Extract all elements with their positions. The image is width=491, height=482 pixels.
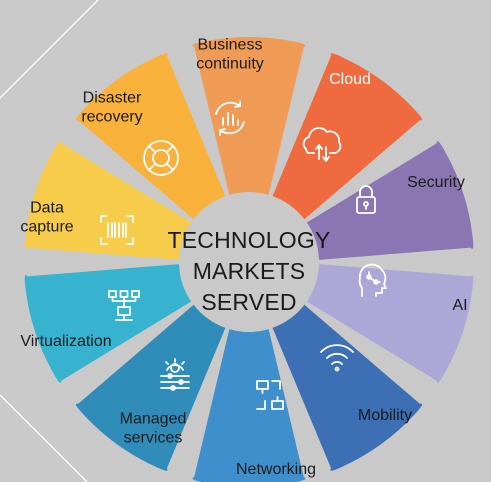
- network-icon: [256, 380, 284, 410]
- segment-virtualization: Virtualization: [20, 264, 192, 383]
- managed-services-label-line: services: [124, 430, 183, 447]
- business-continuity-label-line: Business: [198, 37, 263, 54]
- data-capture-label-line: capture: [20, 219, 73, 236]
- data-capture-petal: [24, 141, 192, 260]
- server-tree-icon: [108, 290, 140, 321]
- data-capture-label-line: Data: [30, 200, 64, 217]
- virtualization-petal: [24, 264, 192, 383]
- cloud-transfer-icon: [302, 127, 342, 162]
- decor-line-top: [0, 0, 99, 99]
- networking-petal: [192, 329, 306, 482]
- padlock-icon: [356, 185, 376, 214]
- virtualization-label-line: Virtualization: [20, 333, 111, 350]
- segment-business-continuity: Business continuity: [192, 37, 306, 195]
- wifi-icon: [320, 344, 354, 372]
- mobility-petal: [272, 304, 423, 471]
- cloud-petal: [272, 53, 423, 220]
- segment-disaster-recovery: Disaster recovery: [75, 53, 226, 220]
- center-line-1: TECHNOLOGY: [167, 227, 330, 253]
- managed-services-petal: [75, 304, 226, 471]
- segment-data-capture: Data capture: [20, 141, 192, 260]
- chart-refresh-icon: [215, 100, 245, 136]
- center-title: TECHNOLOGY MARKETS SERVED: [167, 227, 330, 315]
- managed-services-label-line: Managed: [120, 411, 187, 428]
- security-petal: [306, 141, 474, 260]
- disaster-recovery-petal: [75, 53, 226, 220]
- gear-sliders-icon: [160, 358, 190, 391]
- networking-label-line: Networking: [236, 461, 316, 478]
- barcode-scan-icon: [100, 215, 134, 245]
- segment-mobility: Mobility: [272, 304, 423, 471]
- business-continuity-petal: [192, 37, 306, 195]
- center-line-3: SERVED: [201, 289, 296, 315]
- mobility-label-line: Mobility: [358, 407, 412, 424]
- segment-managed-services: Managed services: [75, 304, 226, 471]
- cloud-label-line: Cloud: [329, 71, 371, 88]
- disaster-recovery-label-line: recovery: [81, 109, 142, 126]
- segment-security: Security: [306, 141, 474, 260]
- segment-networking: Networking: [192, 329, 316, 482]
- ai-petal: [306, 264, 474, 383]
- segment-ai: AI: [306, 263, 474, 383]
- business-continuity-label-line: continuity: [196, 56, 264, 73]
- segment-cloud: Cloud: [272, 53, 423, 220]
- lifebuoy-icon: [143, 140, 179, 176]
- decor-line-bottom: [0, 394, 88, 482]
- ai-label-line: AI: [452, 297, 467, 314]
- ai-head-icon: [358, 263, 387, 297]
- security-label-line: Security: [407, 174, 465, 191]
- disaster-recovery-label-line: Disaster: [83, 90, 142, 107]
- center-line-2: MARKETS: [193, 258, 306, 284]
